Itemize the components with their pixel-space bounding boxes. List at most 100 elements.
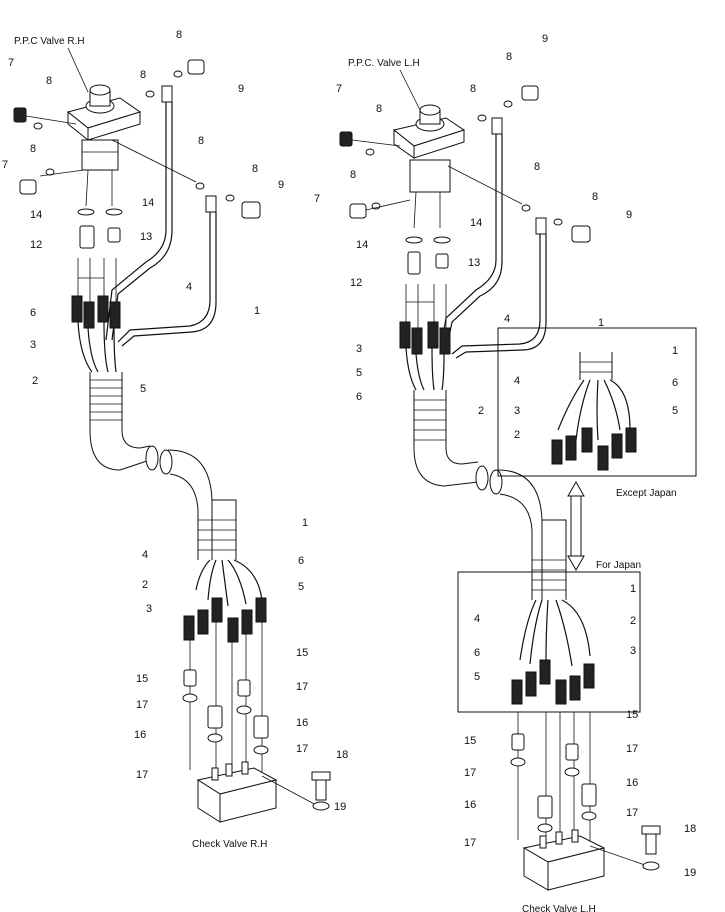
callout-17: 17 [136, 699, 148, 711]
callout-9: 9 [238, 83, 244, 95]
leader-ppc-rh [67, 47, 89, 93]
callout-2: 2 [142, 579, 148, 591]
hose-fitting-cluster-lh [399, 284, 451, 355]
callout-8: 8 [30, 143, 36, 155]
part-16-lh-b [581, 783, 597, 807]
title-check-valve-rh: Check Valve R.H [192, 839, 267, 850]
callout-16: 16 [464, 799, 476, 811]
callout-8: 8 [506, 51, 512, 63]
inset-except-japan [497, 327, 697, 477]
part-16-rh-b [253, 715, 269, 739]
callout-5: 5 [140, 383, 146, 395]
callout-9: 9 [626, 209, 632, 221]
callout-6: 6 [474, 647, 480, 659]
oring-14-rh-a [77, 208, 95, 216]
callout-9: 9 [278, 179, 284, 191]
double-arrow [567, 480, 585, 572]
hose-fittings-lower-rh [183, 597, 267, 776]
callout-15: 15 [296, 647, 308, 659]
callout-14: 14 [470, 217, 482, 229]
oring-17-rh-a [182, 693, 198, 703]
callout-15: 15 [626, 709, 638, 721]
ppc-valve-rh [66, 84, 142, 207]
part-12-rh [79, 225, 95, 249]
part-13-rh [107, 227, 121, 243]
callout-6: 6 [356, 391, 362, 403]
callout-5: 5 [672, 405, 678, 417]
oring-17-rh-c [207, 733, 223, 743]
rh-assembly: P.P.C Valve R.H [2, 29, 348, 850]
callout-16: 16 [134, 729, 146, 741]
callout-8: 8 [376, 103, 382, 115]
callout-4: 4 [504, 313, 510, 325]
callout-17: 17 [626, 743, 638, 755]
title-ppc-valve-lh: P.P.C. Valve L.H [348, 58, 420, 69]
callout-16: 16 [296, 717, 308, 729]
callout-8: 8 [592, 191, 598, 203]
callout-6: 6 [298, 555, 304, 567]
bolt-18-rh [315, 777, 327, 801]
check-valve-lh [522, 829, 649, 891]
spiral-sleeve-lh [413, 390, 567, 600]
callout-13: 13 [468, 257, 480, 269]
part-13-lh [435, 253, 449, 269]
callout-17: 17 [464, 837, 476, 849]
ppc-valve-lh [392, 104, 466, 229]
callout-1: 1 [598, 317, 604, 329]
oring-14-rh-b [105, 208, 123, 216]
callout-5: 5 [298, 581, 304, 593]
label-for-japan: For Japan [596, 560, 641, 571]
callout-18: 18 [684, 823, 696, 835]
callout-3: 3 [630, 645, 636, 657]
part-15-lh-b [565, 743, 579, 761]
callout-2: 2 [630, 615, 636, 627]
callout-14: 14 [356, 239, 368, 251]
callout-18: 18 [336, 749, 348, 761]
callout-8: 8 [46, 75, 52, 87]
callout-17: 17 [626, 807, 638, 819]
callout-13: 13 [140, 231, 152, 243]
callout-15: 15 [136, 673, 148, 685]
callout-7: 7 [8, 57, 14, 69]
callout-8: 8 [470, 83, 476, 95]
callout-8: 8 [198, 135, 204, 147]
callout-19: 19 [684, 867, 696, 879]
callout-7: 7 [314, 193, 320, 205]
callout-9: 9 [542, 33, 548, 45]
fittings-lh-top [339, 85, 591, 243]
callout-4: 4 [474, 613, 480, 625]
callout-17: 17 [136, 769, 148, 781]
callouts-rh: 7 8 8 8 9 7 8 14 14 12 13 8 8 9 4 1 6 3 … [2, 29, 348, 813]
callout-17: 17 [296, 743, 308, 755]
label-except-japan: Except Japan [616, 488, 677, 499]
callout-1: 1 [630, 583, 636, 595]
lower-lines-lh [517, 712, 591, 846]
callout-12: 12 [30, 239, 42, 251]
callout-8: 8 [534, 161, 540, 173]
callout-14: 14 [30, 209, 42, 221]
callout-5: 5 [356, 367, 362, 379]
part-15-rh-b [237, 679, 251, 697]
callout-2: 2 [514, 429, 520, 441]
callout-17: 17 [296, 681, 308, 693]
hose-fitting-cluster-rh [71, 258, 121, 329]
callouts-lh: 7 8 8 9 8 7 8 14 14 12 13 8 8 9 4 1 3 5 … [314, 33, 696, 879]
callout-8: 8 [350, 169, 356, 181]
callout-4: 4 [514, 375, 520, 387]
callout-6: 6 [30, 307, 36, 319]
callout-1: 1 [672, 345, 678, 357]
callout-2: 2 [32, 375, 38, 387]
part-12-lh [407, 251, 421, 275]
inset-for-japan [457, 571, 641, 713]
callout-6: 6 [672, 377, 678, 389]
callout-15: 15 [464, 735, 476, 747]
callout-8: 8 [252, 163, 258, 175]
callout-19: 19 [334, 801, 346, 813]
title-ppc-valve-rh: P.P.C Valve R.H [14, 36, 85, 47]
callout-8: 8 [176, 29, 182, 41]
callout-5: 5 [474, 671, 480, 683]
oring-17-rh-b [236, 705, 252, 715]
part-16-lh-a [537, 795, 553, 819]
callout-12: 12 [350, 277, 362, 289]
